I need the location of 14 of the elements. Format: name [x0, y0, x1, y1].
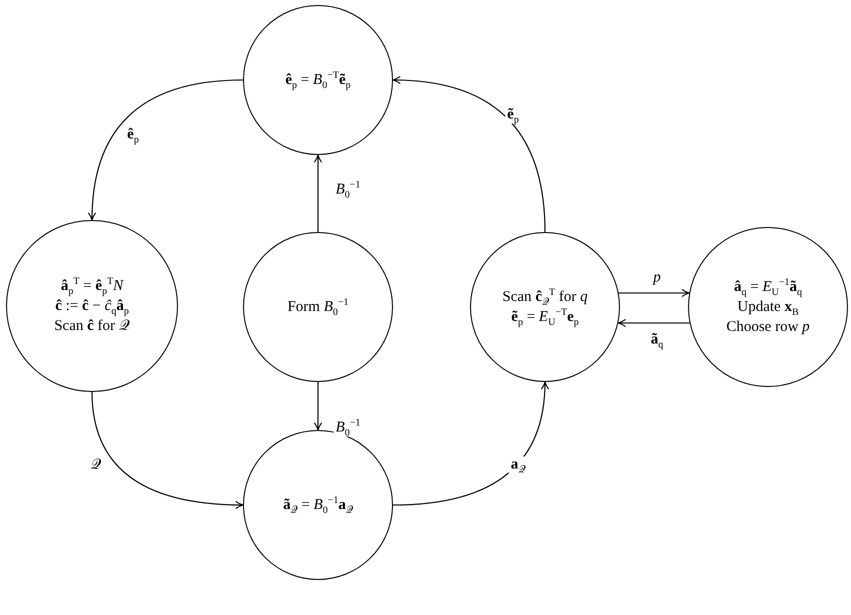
formula-text: Update x$_{B}$: [737, 298, 799, 318]
edge-label: ã$_{q}$: [648, 332, 666, 348]
formula-text: ã$_{𝒬}$ = B$_{0}$$^{−1}$a$_{𝒬}$: [283, 494, 353, 516]
formula-text: Scan ĉ$_{𝒬}$$^{T}$ for q: [502, 286, 588, 307]
edge-label: ê$_{p}$: [125, 126, 141, 144]
formula-text: â$_{p}$$^{T}$ = ê$_{p}$$^{T}$N: [60, 276, 124, 296]
formula-text: ĉ := ĉ − ĉ$_{q}$â$_{p}$: [55, 296, 129, 316]
edge-label: ẽ$_{p}$: [505, 106, 521, 124]
formula-text: ê$_{p}$ = B$_{0}$$^{−T}$ẽ$_{p}$: [285, 70, 351, 90]
edge-label: a$_{𝒬}$: [508, 456, 528, 474]
formula-text: Scan ĉ for 𝒬: [54, 317, 130, 336]
formula-text: ẽ$_{p}$ = E$_{U}$$^{−T}$e$_{p}$: [511, 307, 579, 328]
formula-text: â$_{q}$ = E$_{U}$$^{−1}$ã$_{q}$: [734, 276, 802, 297]
formula-text: Choose row p: [726, 318, 810, 338]
